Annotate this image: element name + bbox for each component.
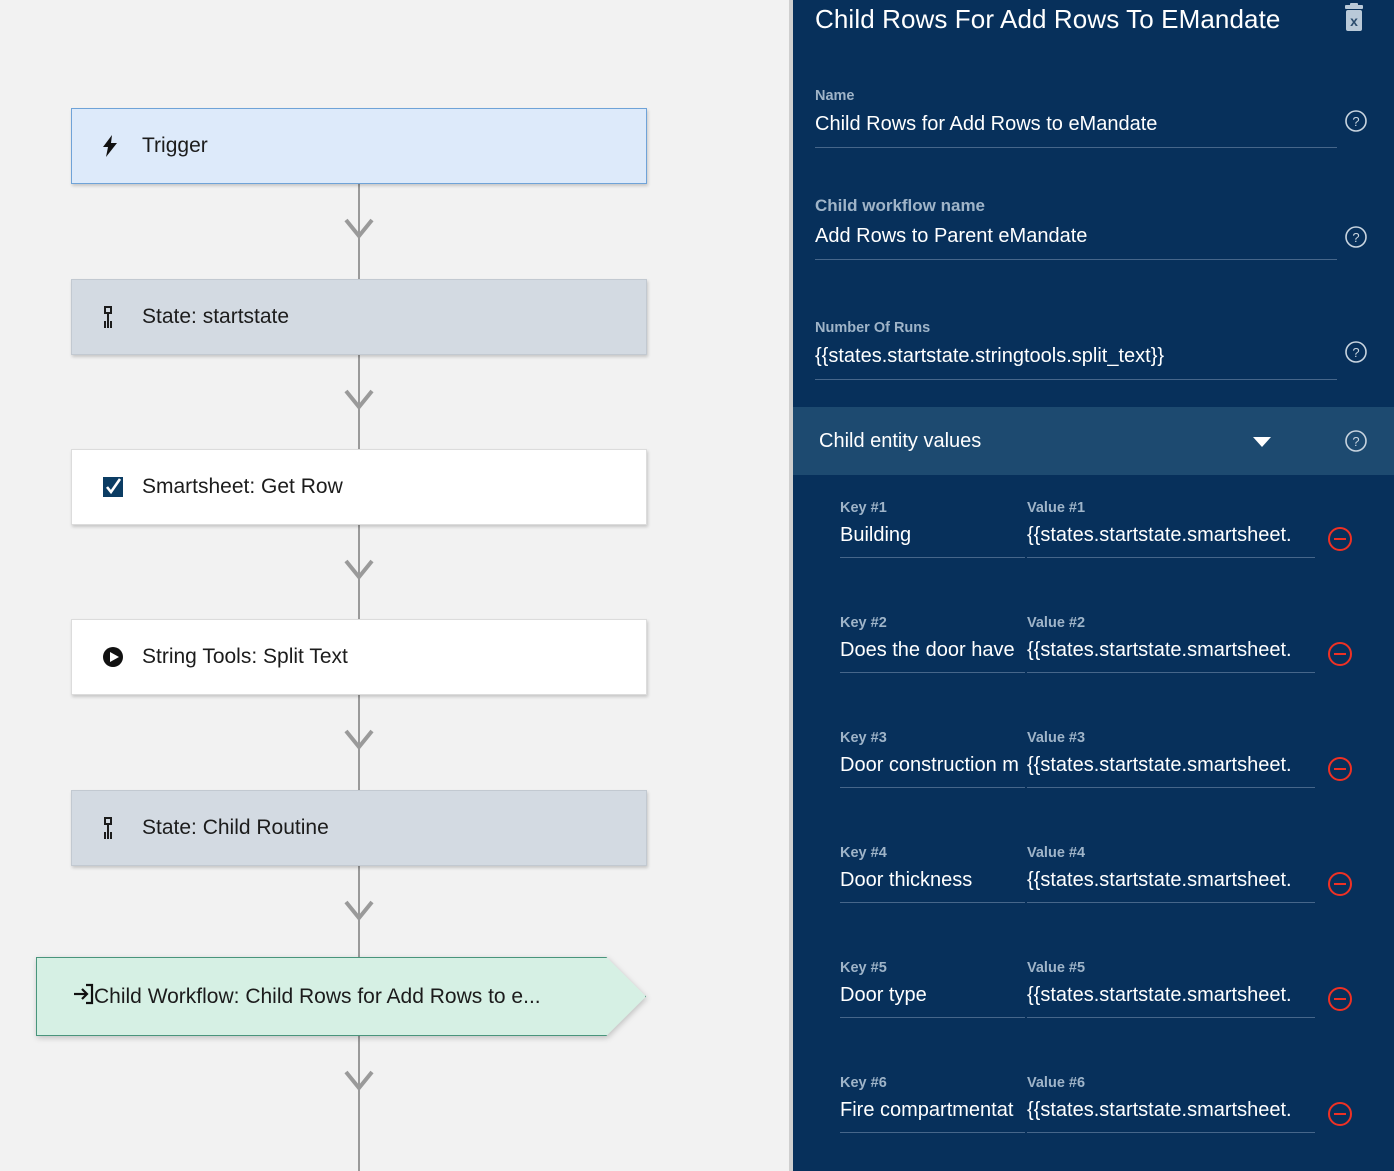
entity-value-input[interactable]: {{states.startstate.smartsheet. xyxy=(1027,869,1315,903)
entity-key-label: Key #3 xyxy=(840,730,887,746)
entity-value-cell[interactable]: Value #2 {{states.startstate.smartsheet. xyxy=(1027,615,1315,673)
minus-circle-icon[interactable] xyxy=(1327,756,1353,782)
entity-key-cell[interactable]: Key #4 Door thickness xyxy=(840,845,1025,903)
state-icon xyxy=(102,817,128,839)
svg-text:?: ? xyxy=(1352,230,1359,245)
smartsheet-icon xyxy=(102,476,128,498)
properties-panel: Child Rows For Add Rows To EMandate x Na… xyxy=(793,0,1394,1171)
workflow-canvas[interactable]: Trigger State: startstate Smartsheet: Ge… xyxy=(0,0,789,1171)
child-workflow-name-input[interactable]: Add Rows to Parent eMandate xyxy=(815,225,1337,260)
entity-key-label: Key #6 xyxy=(840,1075,887,1091)
page-title: Child Rows For Add Rows To EMandate xyxy=(815,4,1281,34)
entity-key-cell[interactable]: Key #5 Door type xyxy=(840,960,1025,1018)
flow-node-label: Child Workflow: Child Rows for Add Rows … xyxy=(94,984,541,1008)
question-mark-icon[interactable]: ? xyxy=(1344,109,1368,133)
entity-key-input[interactable]: Door construction m xyxy=(840,754,1025,788)
flow-arrow-3 xyxy=(343,557,375,583)
svg-text:?: ? xyxy=(1352,345,1359,360)
minus-circle-icon[interactable] xyxy=(1327,1101,1353,1127)
field-number-of-runs[interactable]: Number Of Runs {{states.startstate.strin… xyxy=(815,320,1337,380)
entity-key-label: Key #5 xyxy=(840,960,887,976)
question-mark-icon[interactable]: ? xyxy=(1344,429,1368,453)
state-icon xyxy=(102,306,128,328)
flow-node-string-tools-split-text[interactable]: String Tools: Split Text xyxy=(71,619,647,695)
flow-node-label: Trigger xyxy=(142,134,208,157)
entity-value-label: Value #2 xyxy=(1027,615,1086,631)
entity-key-input[interactable]: Fire compartmentat xyxy=(840,1099,1025,1133)
entity-key-cell[interactable]: Key #6 Fire compartmentat xyxy=(840,1075,1025,1133)
minus-circle-icon[interactable] xyxy=(1327,641,1353,667)
trash-delete-icon[interactable]: x xyxy=(1340,3,1368,35)
field-name[interactable]: Name Child Rows for Add Rows to eMandate xyxy=(815,88,1337,148)
entity-value-label: Value #6 xyxy=(1027,1075,1086,1091)
flow-node-state-child-routine[interactable]: State: Child Routine xyxy=(71,790,647,866)
entity-value-label: Value #3 xyxy=(1027,730,1086,746)
question-mark-icon[interactable]: ? xyxy=(1344,340,1368,364)
entity-key-label: Key #1 xyxy=(840,500,887,516)
flow-node-label: State: startstate xyxy=(142,305,290,328)
entity-value-label: Value #1 xyxy=(1027,500,1086,516)
entity-key-input[interactable]: Does the door have xyxy=(840,639,1025,673)
flow-node-label: State: Child Routine xyxy=(142,816,329,839)
entity-key-cell[interactable]: Key #1 Building xyxy=(840,500,1025,558)
play-icon xyxy=(102,646,128,668)
svg-text:?: ? xyxy=(1352,434,1359,449)
field-label: Name xyxy=(815,88,855,104)
entity-value-input[interactable]: {{states.startstate.smartsheet. xyxy=(1027,1099,1315,1133)
entity-value-input[interactable]: {{states.startstate.smartsheet. xyxy=(1027,524,1315,558)
minus-circle-icon[interactable] xyxy=(1327,986,1353,1012)
name-input[interactable]: Child Rows for Add Rows to eMandate xyxy=(815,113,1337,148)
flow-node-child-workflow[interactable]: Child Workflow: Child Rows for Add Rows … xyxy=(36,957,646,1036)
flow-arrow-4 xyxy=(343,727,375,753)
entity-value-cell[interactable]: Value #1 {{states.startstate.smartsheet. xyxy=(1027,500,1315,558)
entity-value-input[interactable]: {{states.startstate.smartsheet. xyxy=(1027,639,1315,673)
question-mark-icon[interactable]: ? xyxy=(1344,225,1368,249)
entity-value-input[interactable]: {{states.startstate.smartsheet. xyxy=(1027,984,1315,1018)
svg-text:?: ? xyxy=(1352,114,1359,129)
number-of-runs-input[interactable]: {{states.startstate.stringtools.split_te… xyxy=(815,345,1337,380)
enter-icon xyxy=(72,983,94,1011)
section-title: Child entity values xyxy=(819,429,982,452)
flow-arrow-1 xyxy=(343,216,375,242)
chevron-shape xyxy=(36,957,646,1036)
entity-value-label: Value #4 xyxy=(1027,845,1086,861)
flow-arrow-2 xyxy=(343,387,375,413)
flow-arrow-6 xyxy=(343,1068,375,1094)
entity-value-cell[interactable]: Value #3 {{states.startstate.smartsheet. xyxy=(1027,730,1315,788)
entity-key-input[interactable]: Door type xyxy=(840,984,1025,1018)
entity-key-cell[interactable]: Key #2 Does the door have xyxy=(840,615,1025,673)
entity-value-input[interactable]: {{states.startstate.smartsheet. xyxy=(1027,754,1315,788)
bolt-icon xyxy=(102,135,128,157)
entity-key-cell[interactable]: Key #3 Door construction m xyxy=(840,730,1025,788)
entity-key-input[interactable]: Door thickness xyxy=(840,869,1025,903)
field-label: Number Of Runs xyxy=(815,320,931,336)
flow-node-state-startstate[interactable]: State: startstate xyxy=(71,279,647,355)
chevron-down-icon[interactable] xyxy=(1253,437,1271,447)
flow-node-trigger[interactable]: Trigger xyxy=(71,108,647,184)
entity-value-cell[interactable]: Value #4 {{states.startstate.smartsheet. xyxy=(1027,845,1315,903)
svg-text:x: x xyxy=(1350,13,1358,29)
entity-key-label: Key #4 xyxy=(840,845,887,861)
minus-circle-icon[interactable] xyxy=(1327,526,1353,552)
entity-value-label: Value #5 xyxy=(1027,960,1086,976)
entity-key-label: Key #2 xyxy=(840,615,887,631)
flow-arrow-5 xyxy=(343,898,375,924)
panel-divider xyxy=(789,0,793,1171)
entity-value-cell[interactable]: Value #6 {{states.startstate.smartsheet. xyxy=(1027,1075,1315,1133)
entity-key-input[interactable]: Building xyxy=(840,524,1025,558)
minus-circle-icon[interactable] xyxy=(1327,871,1353,897)
field-label: Child workflow name xyxy=(815,196,986,215)
entity-value-cell[interactable]: Value #5 {{states.startstate.smartsheet. xyxy=(1027,960,1315,1018)
flow-node-smartsheet-get-row[interactable]: Smartsheet: Get Row xyxy=(71,449,647,525)
section-child-entity-values[interactable]: Child entity values xyxy=(793,407,1394,475)
flow-node-label: String Tools: Split Text xyxy=(142,645,348,668)
flow-node-label: Smartsheet: Get Row xyxy=(142,475,343,498)
field-child-workflow-name[interactable]: Child workflow name Add Rows to Parent e… xyxy=(815,196,1337,260)
